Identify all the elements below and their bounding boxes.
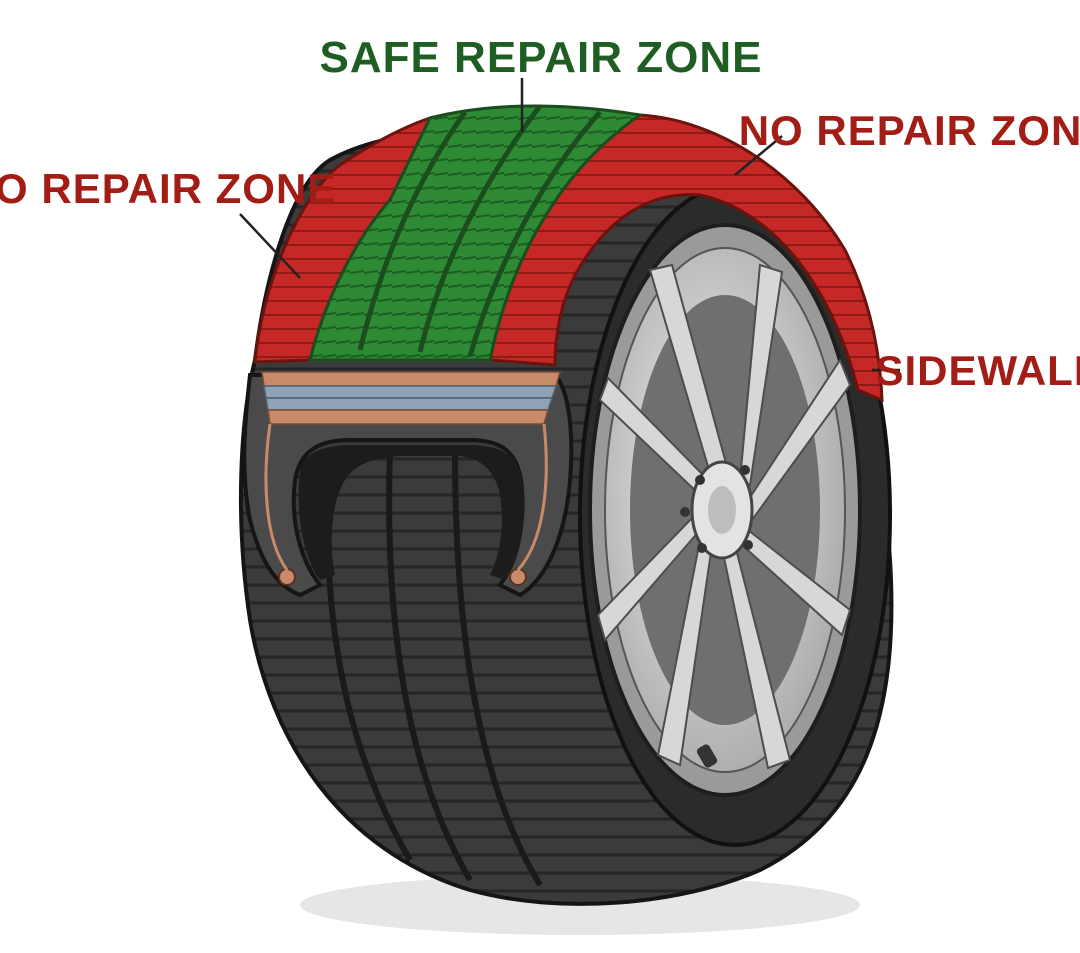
no-repair-zone-right-label: NO REPAIR ZONE	[739, 107, 1080, 154]
safe-repair-zone-label: SAFE REPAIR ZONE	[319, 33, 762, 82]
cutaway-section	[242, 371, 574, 598]
tire-icon	[238, 104, 894, 906]
label-sidewall: SIDEWALL	[872, 347, 1080, 394]
alloy-wheel-icon	[588, 223, 862, 797]
label-no-repair-right: NO REPAIR ZONE	[734, 107, 1080, 176]
sidewall-label: SIDEWALL	[876, 347, 1080, 394]
no-repair-zone-left-label: NO REPAIR ZONE	[0, 165, 336, 212]
label-safe-repair-zone: SAFE REPAIR ZONE	[319, 33, 762, 132]
label-no-repair-left: NO REPAIR ZONE	[0, 165, 336, 279]
